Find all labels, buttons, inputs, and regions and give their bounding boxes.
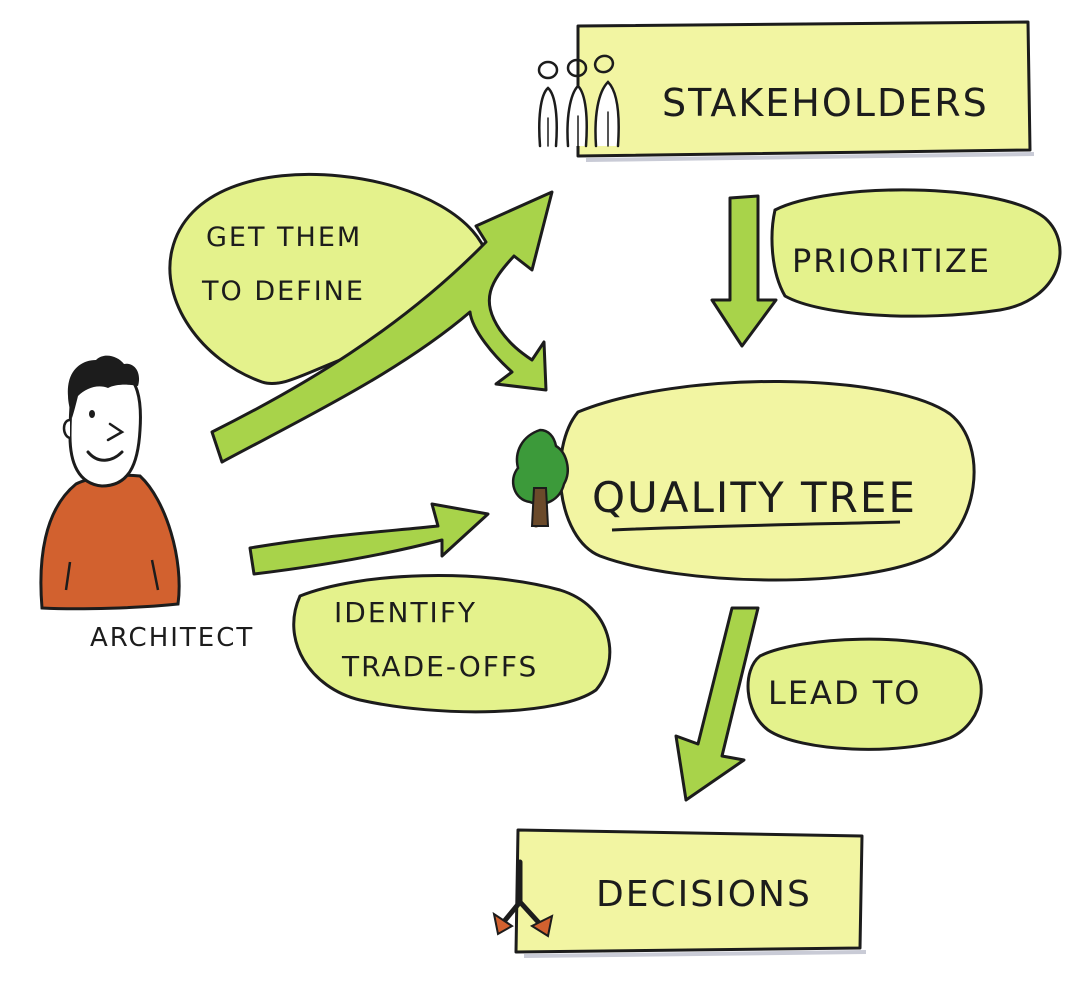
architect-label: Architect bbox=[90, 623, 254, 653]
people-group-icon bbox=[537, 54, 620, 148]
decisions-label: Decisions bbox=[596, 874, 812, 915]
identify-trade-offs-bubble bbox=[292, 574, 612, 714]
quality-tree-bubble bbox=[558, 380, 976, 582]
identify-trade-offs-line-2: trade-offs bbox=[341, 650, 538, 683]
lead-to-edge-label: Lead to bbox=[746, 637, 983, 751]
stakeholders-node: Stakeholders bbox=[537, 20, 1035, 162]
person-icon bbox=[39, 355, 181, 611]
fork-arrows-icon bbox=[492, 859, 554, 938]
prioritize-arrow bbox=[710, 194, 778, 348]
identify-trade-offs-edge-label: Identify trade-offs bbox=[292, 574, 612, 714]
lead-to-label: Lead to bbox=[768, 674, 921, 712]
identify-trade-offs-arrow bbox=[248, 502, 490, 576]
quality-tree-node: Quality Tree bbox=[511, 380, 976, 582]
identify-trade-offs-line-1: Identify bbox=[334, 596, 477, 629]
stakeholders-label: Stakeholders bbox=[662, 81, 989, 125]
get-them-to-define-edge-label: Get them to define bbox=[168, 172, 490, 386]
architect-figure: Architect bbox=[39, 355, 254, 653]
prioritize-label: Prioritize bbox=[792, 242, 991, 280]
tree-icon bbox=[511, 428, 569, 528]
quality-tree-label: Quality Tree bbox=[592, 473, 917, 522]
quality-tree-underline bbox=[611, 520, 901, 532]
lead-to-arrow bbox=[674, 606, 760, 802]
get-them-to-define-arrow bbox=[210, 190, 554, 464]
decisions-node: Decisions bbox=[492, 828, 867, 958]
get-them-to-define-line-2: to define bbox=[201, 276, 365, 307]
prioritize-bubble bbox=[770, 188, 1062, 318]
lead-to-bubble bbox=[746, 637, 983, 751]
architect-shirt bbox=[39, 473, 181, 611]
decisions-box bbox=[514, 828, 864, 954]
prioritize-edge-label: Prioritize bbox=[770, 188, 1062, 318]
get-them-to-define-line-1: Get them bbox=[206, 222, 362, 253]
architect-hair bbox=[67, 355, 140, 418]
